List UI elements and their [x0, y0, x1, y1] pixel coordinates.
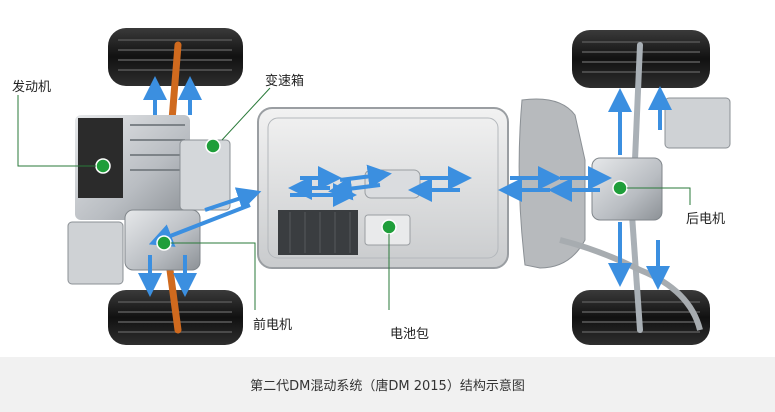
drivetrain-illustration	[17, 28, 731, 345]
battery-pack-body	[257, 107, 509, 269]
caption-bar: 第二代DM混动系统（唐DM 2015）结构示意图	[0, 357, 775, 412]
front-controller-box	[67, 221, 124, 285]
front-motor-label: 前电机	[253, 318, 293, 333]
figure-caption: 第二代DM混动系统（唐DM 2015）结构示意图	[250, 379, 525, 394]
rear-controller-box	[664, 97, 731, 149]
gearbox-marker	[205, 138, 221, 154]
engine-label: 发动机	[12, 80, 52, 95]
engine-marker	[95, 158, 111, 174]
gearbox-unit	[179, 139, 231, 211]
engine-block	[75, 115, 190, 220]
rear-motor-marker	[612, 180, 628, 196]
battery-marker	[381, 219, 397, 235]
rear-half-shafts	[629, 42, 643, 333]
front-motor-marker	[156, 235, 172, 251]
gearbox-label: 变速箱	[265, 74, 305, 89]
battery-pack-label: 电池包	[390, 327, 430, 342]
leader-lines	[17, 87, 691, 310]
exhaust-pipe	[559, 237, 703, 331]
energy-flow-arrows	[138, 76, 672, 297]
rear-motor-label: 后电机	[686, 212, 726, 227]
component-markers	[95, 138, 628, 251]
